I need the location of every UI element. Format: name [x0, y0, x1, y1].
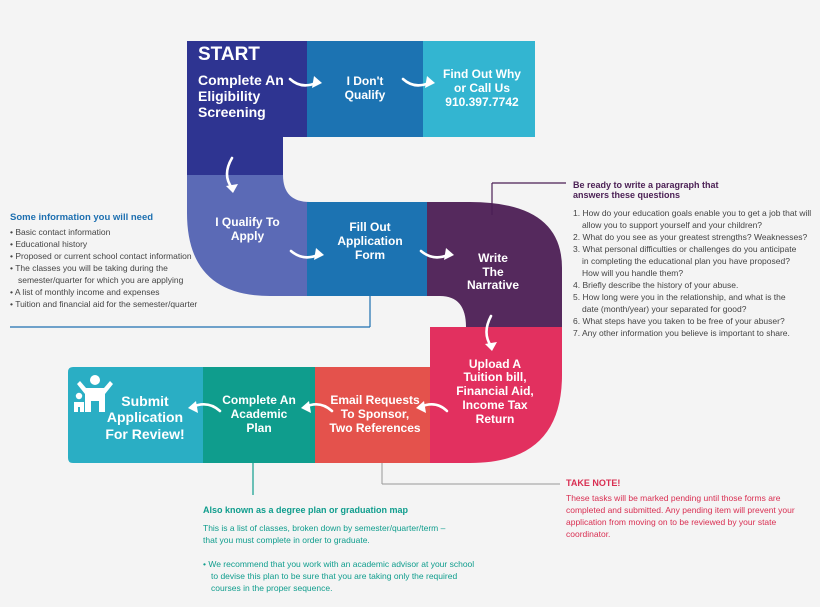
list-item: Educational history	[10, 238, 210, 250]
step-fill-out-block	[307, 202, 427, 296]
step-academic: Complete An Academic Plan	[210, 390, 308, 440]
email-line1: Email Requests	[330, 393, 420, 408]
list-item: 1. How do your education goals enable yo…	[573, 208, 812, 218]
step-qualify: I Qualify To Apply	[200, 205, 295, 255]
upload-line4: Income Tax	[462, 397, 528, 412]
list-item: 2. What do you see as your greatest stre…	[573, 232, 808, 242]
list-item: in completing the educational plan you h…	[582, 256, 790, 266]
upload-line5: Return	[475, 411, 515, 426]
narrative-line3: Narrative	[466, 278, 520, 293]
list-item: 3. What personal difficulties or challen…	[573, 244, 797, 254]
academic-line2: Academic	[230, 407, 288, 422]
fill-out-line2: Application	[337, 234, 403, 249]
list-item: Basic contact information	[10, 226, 210, 238]
academic-plan-note: Also known as a degree plan or graduatio…	[203, 505, 503, 594]
family-icon	[74, 375, 113, 412]
questions-list: 1. How do your education goals enable yo…	[573, 207, 818, 339]
list-item: 6. What steps have you taken to be free …	[573, 316, 785, 326]
step-submit: Submit Application For Review!	[100, 390, 190, 445]
academic-line3: Plan	[246, 420, 272, 435]
take-note-line: application from moving on to be reviewe…	[566, 517, 777, 527]
start-line3: Screening	[198, 104, 266, 121]
email-line2: To Sponsor,	[340, 407, 410, 422]
find-out-line2: or Call Us	[453, 81, 510, 96]
step-email: Email Requests To Sponsor, Two Reference…	[325, 390, 425, 440]
qualify-line2: Apply	[230, 229, 265, 243]
start-curve-block	[187, 140, 283, 175]
start-line2: Eligibility	[198, 87, 261, 104]
step-dont-qualify-block	[307, 41, 423, 137]
take-note-line: completed and submitted. Any pending ite…	[566, 505, 795, 515]
list-item: 4. Briefly describe the history of your …	[573, 280, 739, 290]
academic-plan-title: Also known as a degree plan or graduatio…	[203, 505, 409, 515]
email-line3: Two References	[329, 420, 421, 435]
narrative-line1: Write	[478, 250, 508, 265]
qualify-line1: I Qualify To	[215, 215, 280, 230]
narrative-line2: The	[482, 264, 504, 279]
academic-plan-line: courses in the proper sequence.	[211, 583, 333, 593]
take-note-line: These tasks will be marked pending until…	[566, 493, 781, 503]
narrative-questions-note: Be ready to write a paragraph that answe…	[573, 180, 818, 339]
step-email-block	[315, 367, 430, 463]
list-item: How will you handle them?	[582, 268, 684, 278]
info-needed-title: Some information you will need	[10, 212, 154, 223]
step-narrative-block	[427, 202, 562, 327]
fill-out-line1: Fill Out	[349, 220, 391, 235]
list-item: Tuition and financial aid for the semest…	[10, 298, 210, 310]
step-qualify-block	[187, 175, 310, 296]
step-dont-qualify: I Don't Qualify	[320, 41, 410, 137]
upload-line3: Financial Aid,	[456, 384, 534, 399]
step-fill-out: Fill Out Application Form	[320, 212, 420, 272]
take-note-title: TAKE NOTE!	[566, 478, 621, 488]
list-item: allow you to support yourself and your c…	[582, 220, 763, 230]
upload-line2: Tuition bill,	[463, 370, 527, 385]
start-line1: Complete An	[198, 71, 284, 88]
list-item: date (month/year) your separated for goo…	[582, 304, 747, 314]
info-needed-list: Basic contact information Educational hi…	[10, 226, 210, 310]
list-item: The classes you will be taking during th…	[10, 262, 210, 274]
academic-plan-line: to devise this plan to be sure that you …	[211, 571, 458, 581]
list-item: 7. Any other information you believe is …	[573, 328, 790, 338]
find-out-phone[interactable]: 910.397.7742	[445, 94, 519, 109]
questions-title-line1: Be ready to write a paragraph that	[573, 180, 719, 190]
fill-out-line3: Form	[355, 247, 385, 262]
academic-plan-line	[203, 546, 503, 558]
academic-plan-line: • We recommend that you work with an aca…	[203, 559, 475, 569]
submit-line3: For Review!	[105, 425, 185, 442]
dont-qualify-line2: Qualify	[344, 88, 386, 102]
info-needed-note: Some information you will need Basic con…	[10, 212, 210, 310]
submit-line1: Submit	[121, 393, 169, 410]
step-find-out-block	[423, 41, 535, 137]
step-find-out: Find Out Why or Call Us 910.397.7742	[432, 41, 532, 137]
list-item: 5. How long were you in the relationship…	[573, 292, 786, 302]
upload-line1: Upload A	[468, 356, 522, 371]
step-start: START Complete An Eligibility Screening	[190, 44, 305, 134]
find-out-line1: Find Out Why	[443, 67, 521, 82]
questions-title-line2: answers these questions	[573, 190, 681, 200]
take-note: TAKE NOTE! These tasks will be marked pe…	[566, 478, 816, 540]
take-note-line: coordinator.	[566, 529, 611, 539]
step-narrative: Write The Narrative	[448, 245, 538, 300]
start-heading: START	[198, 44, 260, 65]
list-item: semester/quarter for which you are apply…	[18, 275, 184, 285]
dont-qualify-line1: I Don't	[346, 74, 384, 89]
step-academic-block	[203, 367, 315, 463]
academic-plan-line: that you must complete in order to gradu…	[203, 535, 370, 545]
step-upload: Upload A Tuition bill, Financial Aid, In…	[445, 352, 545, 432]
academic-line1: Complete An	[222, 393, 296, 408]
list-item: A list of monthly income and expenses	[10, 286, 210, 298]
list-item: Proposed or current school contact infor…	[10, 250, 210, 262]
academic-plan-line: This is a list of classes, broken down b…	[203, 523, 446, 533]
submit-line2: Application	[106, 409, 184, 426]
step-upload-block	[430, 327, 562, 463]
